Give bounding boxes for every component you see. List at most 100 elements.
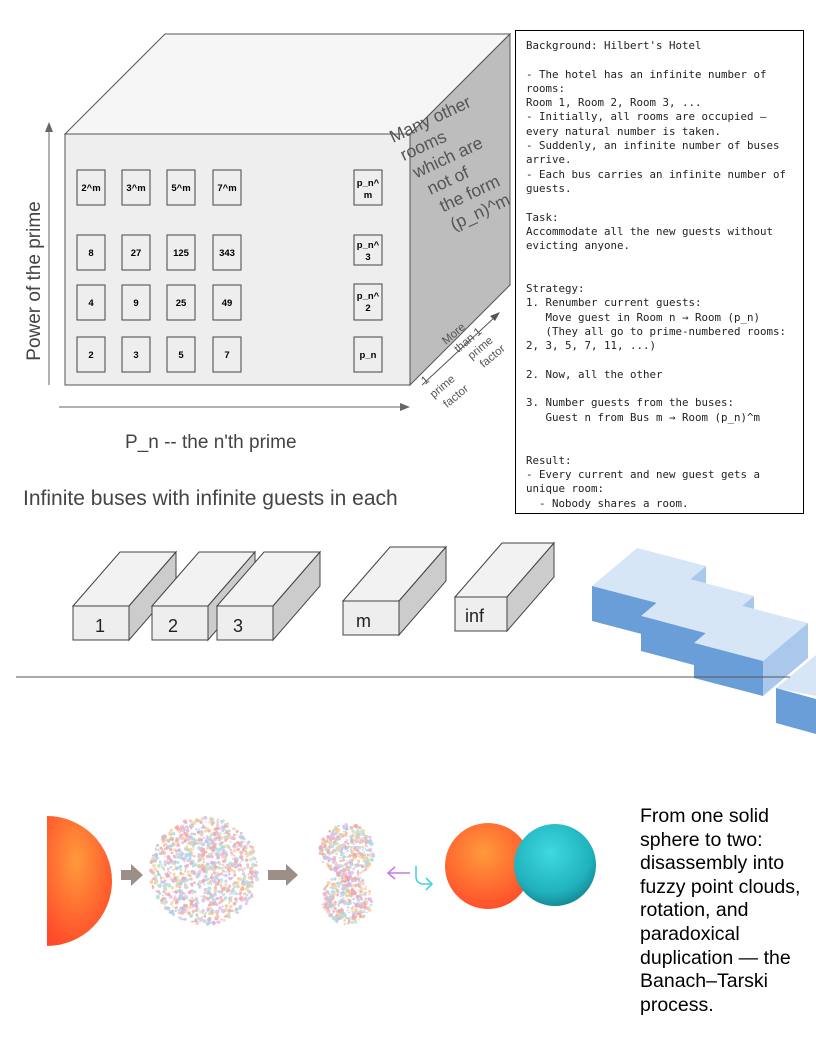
cloud-point	[195, 875, 199, 879]
cloud-point	[223, 898, 226, 901]
cloud-point	[249, 890, 252, 893]
cloud-point	[344, 830, 347, 833]
cloud-point	[234, 898, 237, 901]
cloud-point	[347, 902, 350, 906]
cloud-point	[183, 892, 186, 895]
cloud-point	[210, 911, 214, 915]
cloud-point	[323, 853, 327, 858]
cloud-point	[184, 878, 187, 881]
point-cloud-half	[318, 823, 376, 880]
room-label: 3	[133, 350, 138, 361]
cloud-point	[346, 906, 350, 909]
cloud-point	[169, 872, 172, 874]
cloud-point	[364, 862, 369, 867]
cloud-point	[370, 858, 374, 862]
cloud-point	[363, 850, 365, 853]
cloud-point	[352, 841, 356, 846]
cloud-point	[220, 872, 223, 876]
cloud-point	[323, 856, 328, 861]
cloud-point	[213, 842, 217, 847]
point-cloud-half	[321, 873, 373, 926]
cloud-point	[364, 837, 368, 841]
cloud-point	[244, 887, 249, 892]
cloud-point	[180, 836, 185, 841]
cloud-point	[205, 839, 209, 843]
cloud-point	[207, 903, 211, 907]
room-label: 125	[173, 248, 190, 259]
cloud-point	[219, 907, 223, 911]
cloud-point	[166, 892, 171, 897]
cloud-point	[219, 883, 222, 886]
room-2-m	[76, 169, 106, 206]
cloud-point	[362, 882, 366, 885]
cloud-point	[153, 881, 157, 885]
cloud-point	[341, 887, 345, 891]
cloud-point	[345, 872, 348, 874]
cloud-point	[346, 865, 350, 870]
cloud-point	[195, 827, 198, 831]
cloud-point	[151, 854, 155, 857]
cloud-point	[252, 869, 256, 873]
cloud-point	[333, 906, 337, 910]
room-pn-m	[353, 169, 383, 206]
cloud-point	[328, 899, 333, 903]
cloud-point	[162, 894, 165, 897]
cloud-point	[168, 849, 171, 852]
cloud-point	[334, 900, 337, 904]
cloud-point	[198, 841, 203, 846]
cloud-point	[342, 825, 348, 831]
room-2	[76, 336, 106, 373]
cloud-point	[251, 848, 255, 852]
cloud-point	[204, 911, 208, 915]
cloud-point	[231, 887, 235, 892]
cloud-point	[246, 842, 250, 846]
cloud-point	[165, 843, 168, 847]
cloud-point	[331, 896, 335, 901]
cloud-point	[326, 850, 331, 854]
cloud-point	[184, 821, 188, 825]
cloud-point	[197, 846, 201, 850]
cloud-point	[229, 867, 233, 872]
cloud-point	[359, 877, 362, 880]
cloud-point	[184, 853, 189, 858]
cloud-point	[200, 817, 204, 821]
cloud-point	[205, 850, 208, 854]
cloud-point	[220, 825, 225, 830]
cloud-point	[189, 840, 194, 845]
cloud-point	[345, 894, 349, 898]
banach-caption: From one solid sphere to two: disassembl…	[640, 805, 801, 1016]
cloud-point	[171, 831, 176, 836]
cloud-point	[247, 851, 251, 855]
cloud-point	[247, 875, 252, 880]
cloud-point	[177, 912, 181, 915]
cloud-point	[164, 893, 168, 896]
cloud-point	[159, 875, 163, 878]
cloud-point	[217, 889, 221, 894]
cloud-point	[166, 871, 169, 874]
cloud-point	[212, 850, 215, 853]
cloud-point	[359, 871, 362, 874]
cloud-point	[341, 851, 345, 855]
orange-sphere	[445, 823, 531, 909]
cloud-point	[347, 849, 349, 852]
blue-block	[776, 655, 816, 734]
cloud-point	[205, 871, 208, 874]
cloud-point	[359, 887, 364, 892]
blue-blocks	[592, 548, 816, 734]
cloud-point	[176, 842, 180, 847]
cloud-point	[226, 891, 229, 893]
cloud-point	[348, 898, 352, 902]
cloud-point	[231, 853, 234, 855]
cloud-point	[190, 920, 193, 923]
cloud-point	[153, 859, 158, 863]
cloud-point	[330, 878, 334, 881]
cloud-point	[170, 851, 174, 855]
cloud-point	[233, 842, 237, 846]
room-label: 7^m	[217, 183, 236, 194]
cloud-point	[321, 852, 325, 856]
cloud-point	[220, 867, 224, 871]
cloud-point	[178, 889, 182, 893]
room-label: p_n^	[357, 240, 380, 251]
cloud-point	[349, 875, 353, 878]
cloud-point	[197, 828, 200, 831]
